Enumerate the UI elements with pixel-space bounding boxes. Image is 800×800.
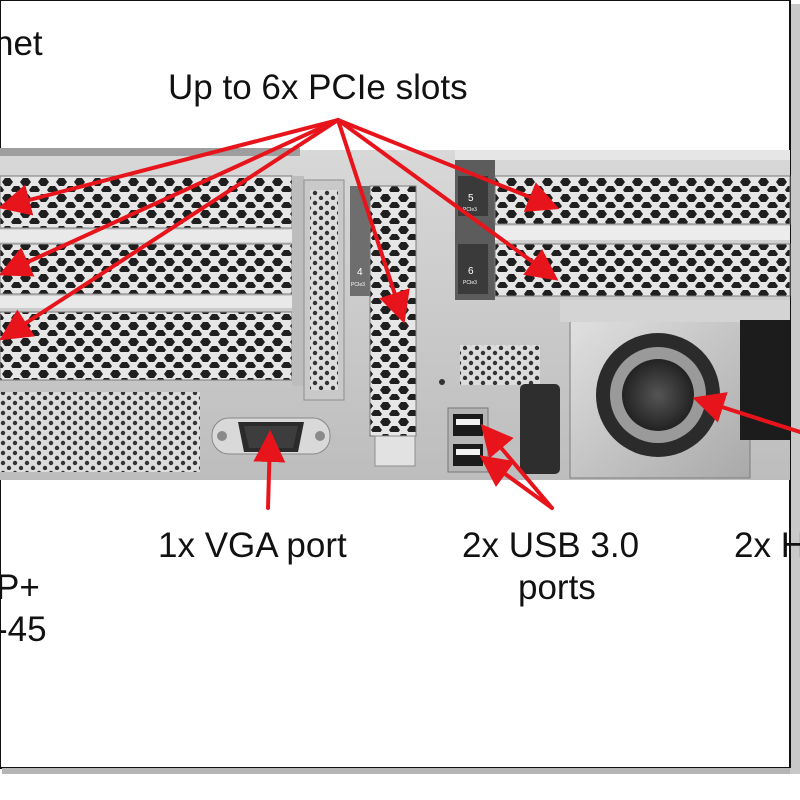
slot-4-gen-label: PCIe3 [351, 282, 365, 288]
pcie-riser-left [0, 175, 304, 386]
arrow-usb-bottom [479, 455, 554, 510]
pcie-slots-label: Up to 6x PCIe slots [168, 68, 468, 107]
power-supply-label-fragment: 2x H [734, 526, 800, 565]
slot-6-number: 6 [468, 266, 474, 277]
arrow-pcie-slot-6 [336, 118, 559, 281]
arrow-pcie-slot-4 [336, 118, 410, 324]
sfp-label-fragment: P+ [0, 568, 40, 607]
arrow-psu [692, 392, 800, 434]
usb-ports-label-line2: ports [518, 568, 596, 607]
power-supply [520, 300, 790, 479]
arrow-pcie-slot-3 [0, 118, 340, 341]
callout-arrows [0, 118, 800, 510]
rj45-label-fragment: -45 [0, 610, 47, 649]
vga-port-label: 1x VGA port [158, 526, 347, 565]
arrow-pcie-slot-2 [0, 118, 340, 277]
slot-5-gen-label: PCIe3 [463, 207, 477, 213]
usb-ports [447, 407, 489, 473]
arrow-pcie-slot-1 [0, 118, 340, 216]
arrow-vga [253, 430, 286, 510]
frame-shadow-right [790, 4, 800, 774]
pcie-riser-right [455, 160, 791, 300]
slot-5-number: 5 [468, 193, 474, 204]
arrow-pcie-slot-5 [336, 118, 560, 212]
usb-ports-label-line1: 2x USB 3.0 [462, 526, 640, 565]
arrow-usb-top [480, 423, 554, 510]
slot-4-number: 4 [357, 267, 363, 278]
ethernet-label-fragment: net [0, 24, 43, 63]
vent-grille [460, 345, 540, 385]
slot-6-gen-label: PCIe3 [463, 280, 477, 286]
frame-shadow-bottom [2, 768, 800, 774]
lower-left-grille [0, 392, 200, 472]
